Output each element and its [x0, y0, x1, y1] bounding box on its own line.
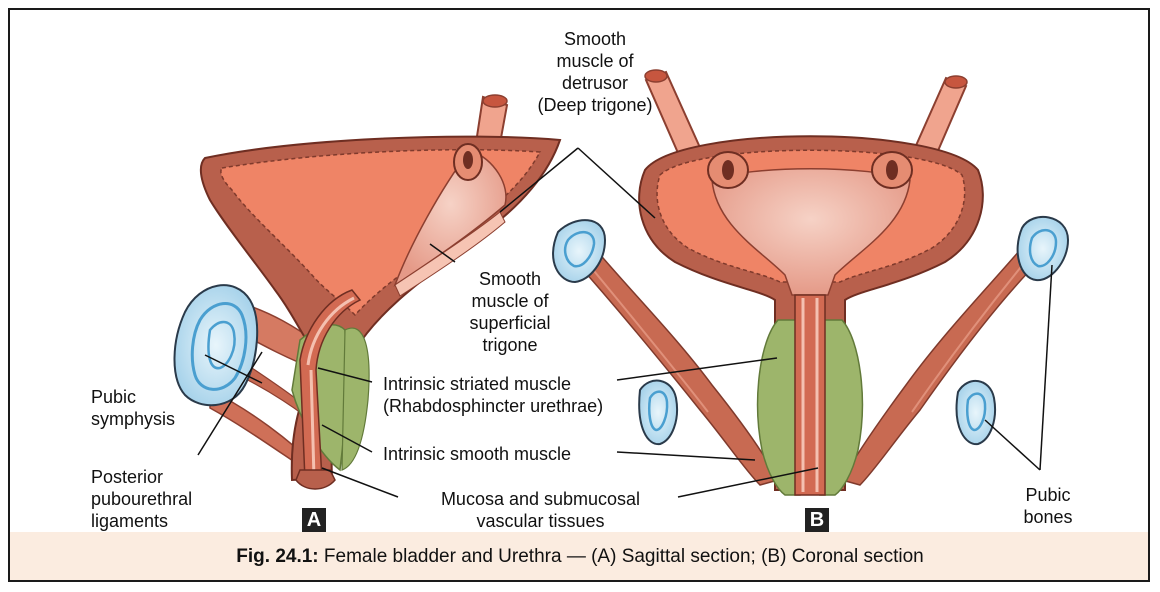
- caption-prefix: Fig. 24.1:: [236, 546, 318, 567]
- label-detrusor: Smooth muscle of detrusor (Deep trigone): [520, 28, 670, 116]
- label-superficial-trigone: Smooth muscle of superficial trigone: [450, 268, 570, 356]
- figure-caption: Fig. 24.1: Female bladder and Urethra — …: [0, 546, 1160, 568]
- panel-b-coronal: [553, 70, 1068, 495]
- label-mucosa: Mucosa and submucosal vascular tissues: [408, 488, 673, 532]
- panel-a-tag: A: [302, 508, 326, 532]
- label-posterior-ligaments: Posterior pubourethral ligaments: [91, 466, 192, 532]
- panel-b-tag: B: [805, 508, 829, 532]
- label-pubic-bones: Pubic bones: [1012, 484, 1084, 528]
- urethra-b: [795, 295, 825, 495]
- caption-text: Female bladder and Urethra — (A) Sagitta…: [319, 546, 924, 567]
- pubic-bone-right-upper: [1018, 217, 1068, 280]
- pubic-symphysis-bone: [174, 285, 257, 405]
- label-striated-muscle: Intrinsic striated muscle (Rhabdosphinct…: [383, 373, 603, 417]
- pubic-bone-right-lower: [957, 381, 995, 444]
- label-pubic-symphysis: Pubic symphysis: [91, 386, 175, 430]
- label-smooth-muscle: Intrinsic smooth muscle: [383, 443, 571, 465]
- pubic-bone-left-lower: [639, 381, 677, 445]
